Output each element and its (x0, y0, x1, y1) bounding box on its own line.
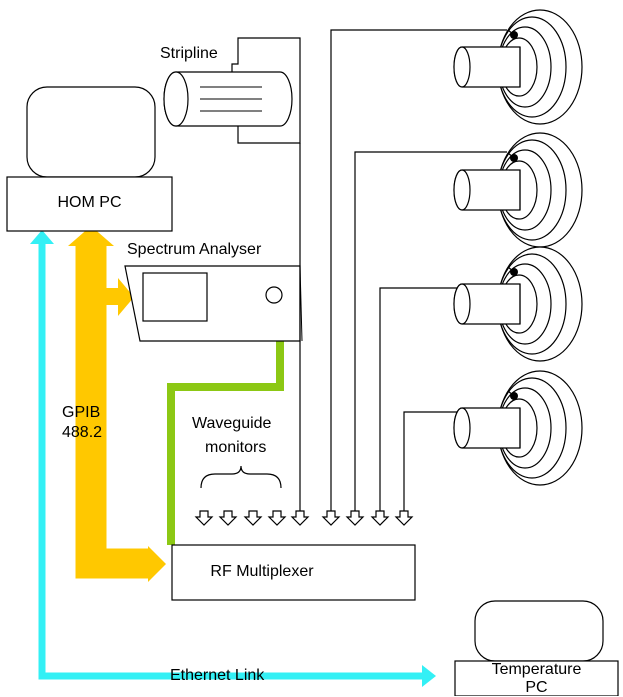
hom-pc-label: HOM PC (57, 194, 122, 211)
monitors-label: monitors (205, 439, 267, 456)
waveguide-label: Waveguide (192, 415, 272, 432)
ethernet-link-label: Ethernet Link (170, 667, 265, 684)
input-arrow (243, 510, 263, 526)
stripline-label: Stripline (160, 45, 218, 62)
temperature-pc-label: Temperature (491, 661, 582, 678)
ethernet-link-arrow (30, 230, 436, 687)
input-arrow (321, 510, 341, 526)
hom-pc (6, 86, 173, 232)
input-arrow (267, 510, 287, 526)
stripline (163, 37, 301, 144)
spectrum-analyser-label: Spectrum Analyser (127, 241, 262, 258)
cavity-coupler-4 (453, 370, 583, 486)
cavity-coupler-3 (453, 246, 583, 362)
input-arrow (218, 510, 238, 526)
temperature-pc-label-2: PC (525, 679, 548, 696)
cavity-coupler-1 (453, 9, 583, 125)
input-arrow (370, 510, 390, 526)
gpib-label: GPIB (62, 404, 101, 421)
waveguide-brace (200, 465, 282, 489)
temperature-pc (454, 600, 619, 696)
input-arrow (194, 510, 214, 526)
input-arrows (194, 510, 414, 526)
cavity-coupler-2 (453, 132, 583, 248)
spectrum-analyser (124, 265, 303, 342)
input-arrow (345, 510, 365, 526)
input-arrow (394, 510, 414, 526)
rf-multiplexer-box (171, 544, 416, 601)
gpib-bus-arrow (68, 226, 166, 582)
input-arrow (290, 510, 310, 526)
rf-multiplexer-label: RF Multiplexer (210, 563, 314, 580)
gpib-standard-label: 488.2 (62, 424, 103, 441)
